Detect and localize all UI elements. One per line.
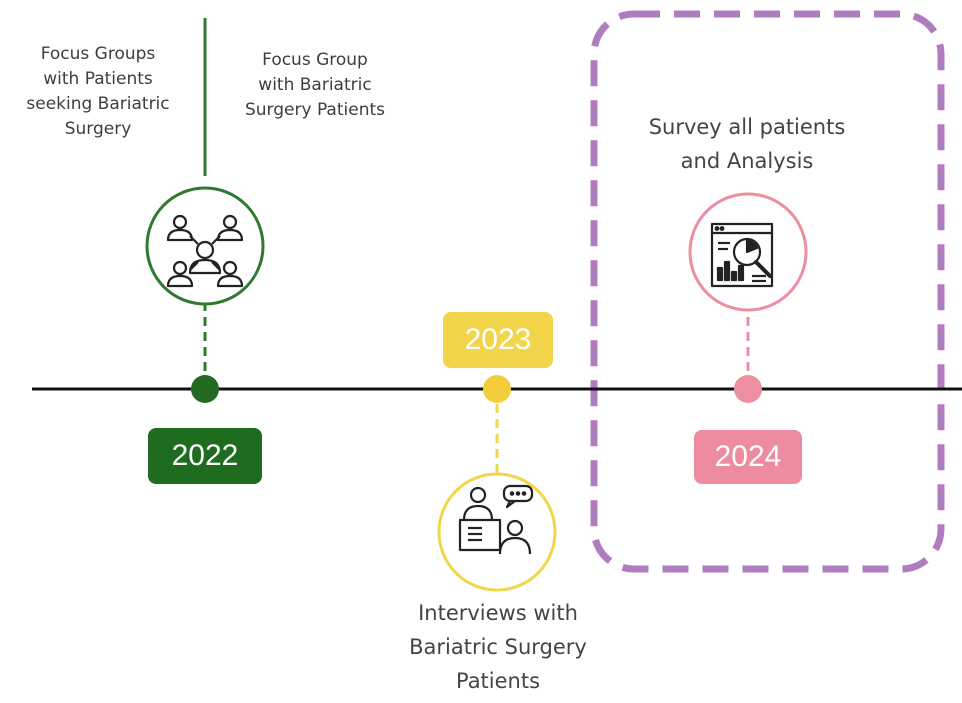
label-2023-interviews: Interviews with Bariatric Surgery Patien… bbox=[409, 601, 587, 693]
label-2022-focus-groups-seeking: Focus Groups with Patients seeking Baria… bbox=[26, 44, 170, 139]
dot-2022 bbox=[191, 375, 219, 403]
interview-icon bbox=[458, 484, 534, 555]
year-badge-2023: 2023 bbox=[443, 312, 553, 368]
icon-circle-2023 bbox=[437, 472, 557, 592]
year-badge-2024: 2024 bbox=[694, 430, 802, 484]
dot-2023 bbox=[483, 375, 511, 403]
icon-circle-2022 bbox=[145, 186, 265, 306]
label-2024-survey: Survey all patients and Analysis bbox=[648, 115, 846, 173]
year-badge-2022: 2022 bbox=[148, 428, 262, 484]
highlight-box-2024 bbox=[590, 10, 945, 573]
data-analysis-icon bbox=[710, 222, 774, 288]
group-network-icon bbox=[166, 214, 244, 288]
label-2022-focus-group-patients: Focus Group with Bariatric Surgery Patie… bbox=[244, 50, 385, 120]
dot-2024 bbox=[734, 375, 762, 403]
